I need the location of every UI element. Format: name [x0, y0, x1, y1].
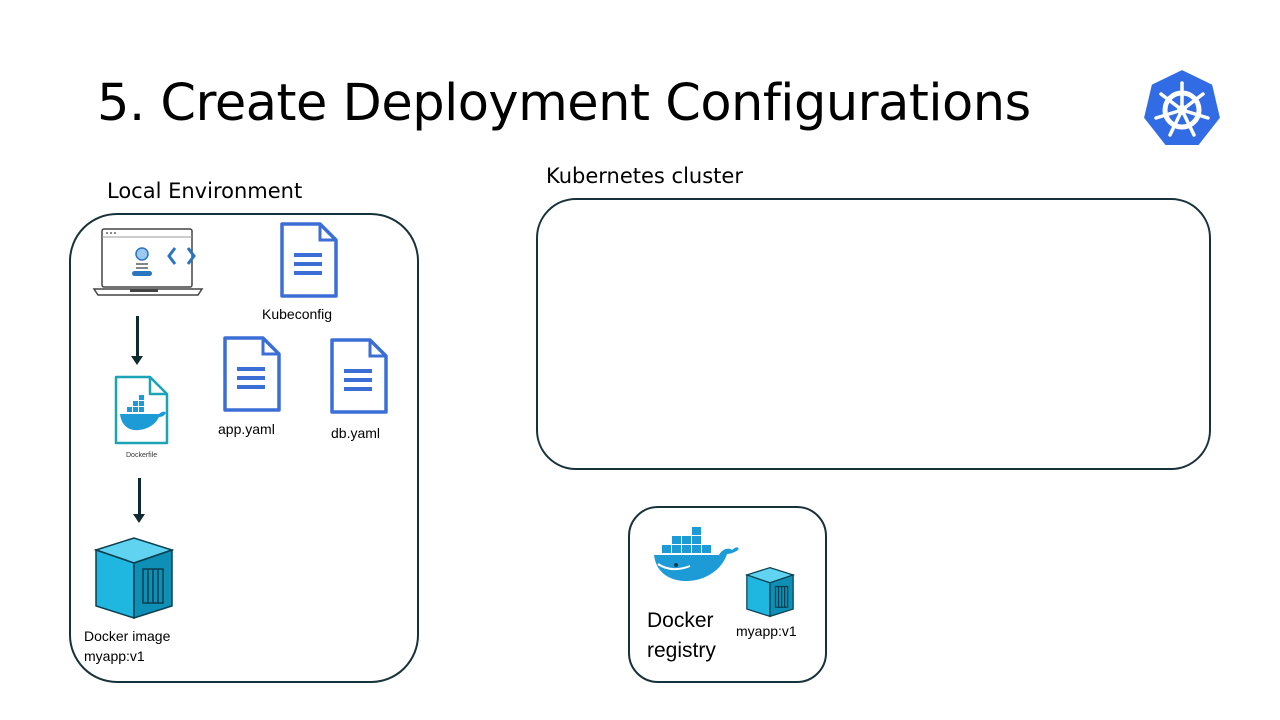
slide-title: 5. Create Deployment Configurations — [97, 74, 1031, 133]
document-icon — [223, 336, 281, 412]
registry-image-tag: myapp:v1 — [736, 623, 797, 639]
document-icon — [330, 338, 388, 414]
docker-image-tag: myapp:v1 — [84, 648, 145, 664]
container-cube-icon — [745, 566, 795, 618]
dockerfile-label: Dockerfile — [126, 452, 158, 459]
kubeconfig-label: Kubeconfig — [262, 306, 333, 322]
container-cube-icon — [93, 537, 175, 620]
db-yaml-label: db.yaml — [331, 425, 381, 441]
arrow-head — [131, 356, 143, 365]
app-yaml-label: app.yaml — [218, 421, 275, 437]
dockerfile-icon — [114, 375, 169, 445]
docker-registry-box — [628, 506, 827, 683]
kubernetes-cluster-box — [536, 198, 1211, 470]
arrow-dockerfile-to-image — [138, 478, 141, 516]
docker-registry-label-line2: registry — [647, 639, 716, 662]
local-environment-label: Local Environment — [107, 179, 303, 203]
arrow-laptop-to-dockerfile — [136, 316, 139, 360]
laptop-code-icon — [92, 228, 204, 296]
kubernetes-cluster-label: Kubernetes cluster — [546, 164, 743, 188]
arrow-head — [133, 514, 145, 523]
docker-image-label: Docker image — [84, 628, 171, 644]
document-icon — [280, 222, 338, 298]
docker-registry-label-line1: Docker — [647, 609, 714, 632]
docker-whale-icon — [654, 527, 739, 582]
kubernetes-logo-icon — [1141, 67, 1223, 147]
